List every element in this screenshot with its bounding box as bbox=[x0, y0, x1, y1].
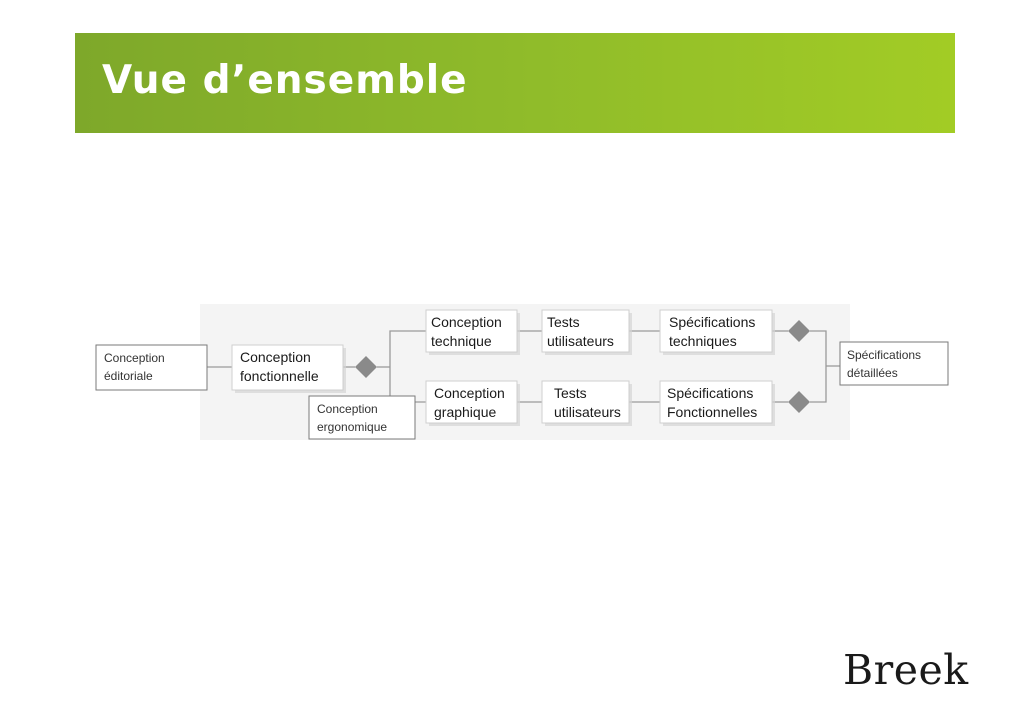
node-line: Spécifications bbox=[847, 348, 921, 362]
node-line: Tests bbox=[554, 385, 587, 401]
node-line: Spécifications bbox=[667, 385, 753, 401]
node-line: ergonomique bbox=[317, 420, 387, 434]
node-line: utilisateurs bbox=[547, 333, 614, 349]
decision-diamond-2 bbox=[788, 320, 810, 342]
node-conception-graphique: Conception graphique bbox=[425, 380, 520, 426]
decision-diamond-1 bbox=[355, 356, 377, 378]
node-line: graphique bbox=[434, 404, 496, 420]
node-line: Tests bbox=[547, 314, 580, 330]
node-line: Spécifications bbox=[669, 314, 755, 330]
node-line: utilisateurs bbox=[554, 404, 621, 420]
page-title: Vue d’ensemble bbox=[102, 58, 468, 103]
node-tests-utilisateurs-bottom: Tests utilisateurs bbox=[541, 380, 632, 426]
node-specifications-techniques: Spécifications techniques bbox=[659, 309, 775, 355]
node-line: technique bbox=[431, 333, 492, 349]
node-line: Conception bbox=[240, 349, 311, 365]
node-conception-ergonomique: Conception ergonomique bbox=[308, 395, 416, 440]
node-specifications-fonctionnelles: Spécifications Fonctionnelles bbox=[659, 380, 775, 426]
node-line: Conception bbox=[434, 385, 505, 401]
node-line: Conception bbox=[104, 351, 165, 365]
node-conception-editoriale: Conception éditoriale bbox=[95, 344, 208, 391]
node-line: Conception bbox=[431, 314, 502, 330]
node-tests-utilisateurs-top: Tests utilisateurs bbox=[541, 309, 632, 355]
node-line: détaillées bbox=[847, 366, 898, 380]
node-line: Fonctionnelles bbox=[667, 404, 757, 420]
node-specifications-detaillees: Spécifications détaillées bbox=[839, 341, 949, 386]
node-line: techniques bbox=[669, 333, 737, 349]
connector-split-top bbox=[389, 330, 426, 367]
node-conception-technique: Conception technique bbox=[425, 309, 520, 355]
node-conception-fonctionnelle: Conception fonctionnelle bbox=[231, 344, 346, 393]
header-bar: Vue d’ensemble bbox=[75, 33, 955, 133]
node-line: fonctionnelle bbox=[240, 368, 319, 384]
node-line: éditoriale bbox=[104, 369, 153, 383]
node-line: Conception bbox=[317, 402, 378, 416]
decision-diamond-3 bbox=[788, 391, 810, 413]
breek-logo: Breek bbox=[843, 646, 969, 694]
